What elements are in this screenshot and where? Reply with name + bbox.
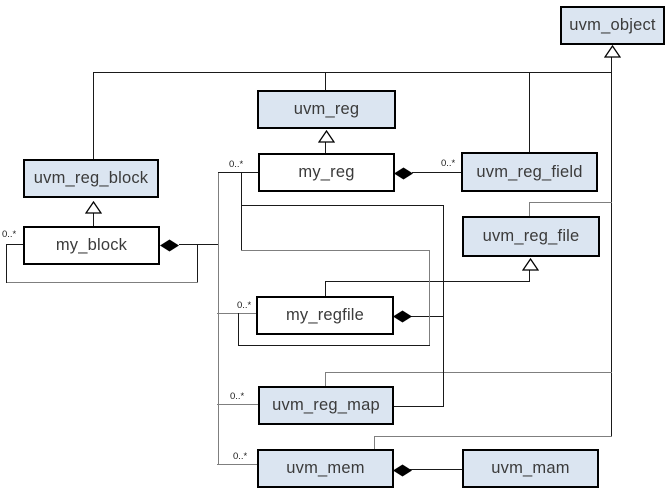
connector-segment: [410, 315, 444, 317]
connector-segment: [325, 142, 327, 153]
connector-segment: [241, 172, 243, 251]
connector-segment: [529, 270, 531, 282]
connector-segment: [217, 172, 219, 465]
connector-segment: [394, 406, 444, 408]
connector-segment: [6, 244, 8, 283]
multiplicity-uvm-mem: 0..*: [233, 451, 248, 462]
class-uvm-mam: uvm_mam: [462, 449, 599, 488]
connector-segment: [241, 205, 444, 207]
connector-segment: [325, 372, 612, 374]
class-my-regfile: my_regfile: [256, 296, 394, 335]
class-my-reg: my_reg: [258, 153, 395, 192]
connector-segment: [6, 282, 198, 284]
composition-diamond-uvm-mem-icon: [393, 464, 412, 477]
connector-segment: [93, 72, 95, 159]
class-uvm-reg-block: uvm_reg_block: [23, 159, 159, 198]
multiplicity-my-reg: 0..*: [229, 159, 244, 170]
inheritance-arrow-uvm-reg-file-icon: [521, 258, 539, 271]
connector-segment: [374, 436, 376, 450]
connector-segment: [374, 436, 612, 438]
composition-diamond-my-regfile-icon: [393, 310, 412, 323]
connector-segment: [529, 202, 531, 217]
class-uvm-mem: uvm_mem: [257, 449, 394, 488]
connector-segment: [238, 345, 430, 347]
connector-segment: [325, 281, 530, 283]
inheritance-arrow-uvm-reg-block-icon: [84, 201, 102, 214]
class-uvm-reg-field: uvm_reg_field: [461, 152, 598, 192]
inheritance-arrow-uvm-object-icon: [603, 45, 621, 58]
connector-segment: [529, 72, 531, 152]
connector-segment: [217, 464, 258, 466]
connector-segment: [6, 244, 23, 246]
connector-segment: [325, 72, 327, 92]
connector-segment: [238, 313, 240, 346]
class-uvm-reg-file: uvm_reg_file: [462, 216, 600, 257]
class-uvm-reg-map: uvm_reg_map: [258, 386, 394, 425]
connector-segment: [611, 57, 613, 437]
connector-segment: [412, 172, 461, 174]
multiplicity-my-block: 0..*: [2, 229, 17, 240]
class-uvm-reg: uvm_reg: [257, 90, 396, 129]
connector-segment: [197, 244, 199, 283]
connector-segment: [428, 250, 430, 346]
class-my-block: my_block: [23, 226, 160, 265]
connector-segment: [217, 404, 259, 406]
inheritance-arrow-uvm-reg-icon: [317, 130, 335, 143]
connector-segment: [325, 281, 327, 296]
connector-segment: [325, 372, 327, 387]
connector-segment: [442, 205, 444, 407]
class-uvm-object: uvm_object: [560, 6, 665, 45]
multiplicity-uvm-reg-map: 0..*: [230, 391, 245, 402]
connector-segment: [218, 172, 258, 174]
composition-diamond-my-reg-icon: [394, 167, 413, 179]
connector-segment: [241, 250, 430, 252]
connector-segment: [217, 313, 257, 315]
multiplicity-my-regfile: 0..*: [237, 300, 252, 311]
connector-segment: [529, 202, 612, 204]
connector-segment: [179, 244, 219, 246]
connector-segment: [410, 469, 462, 471]
connector-segment: [93, 72, 612, 74]
multiplicity-uvm-reg-field: 0..*: [441, 158, 456, 169]
composition-diamond-my-block-icon: [160, 239, 179, 252]
connector-segment: [92, 213, 94, 226]
